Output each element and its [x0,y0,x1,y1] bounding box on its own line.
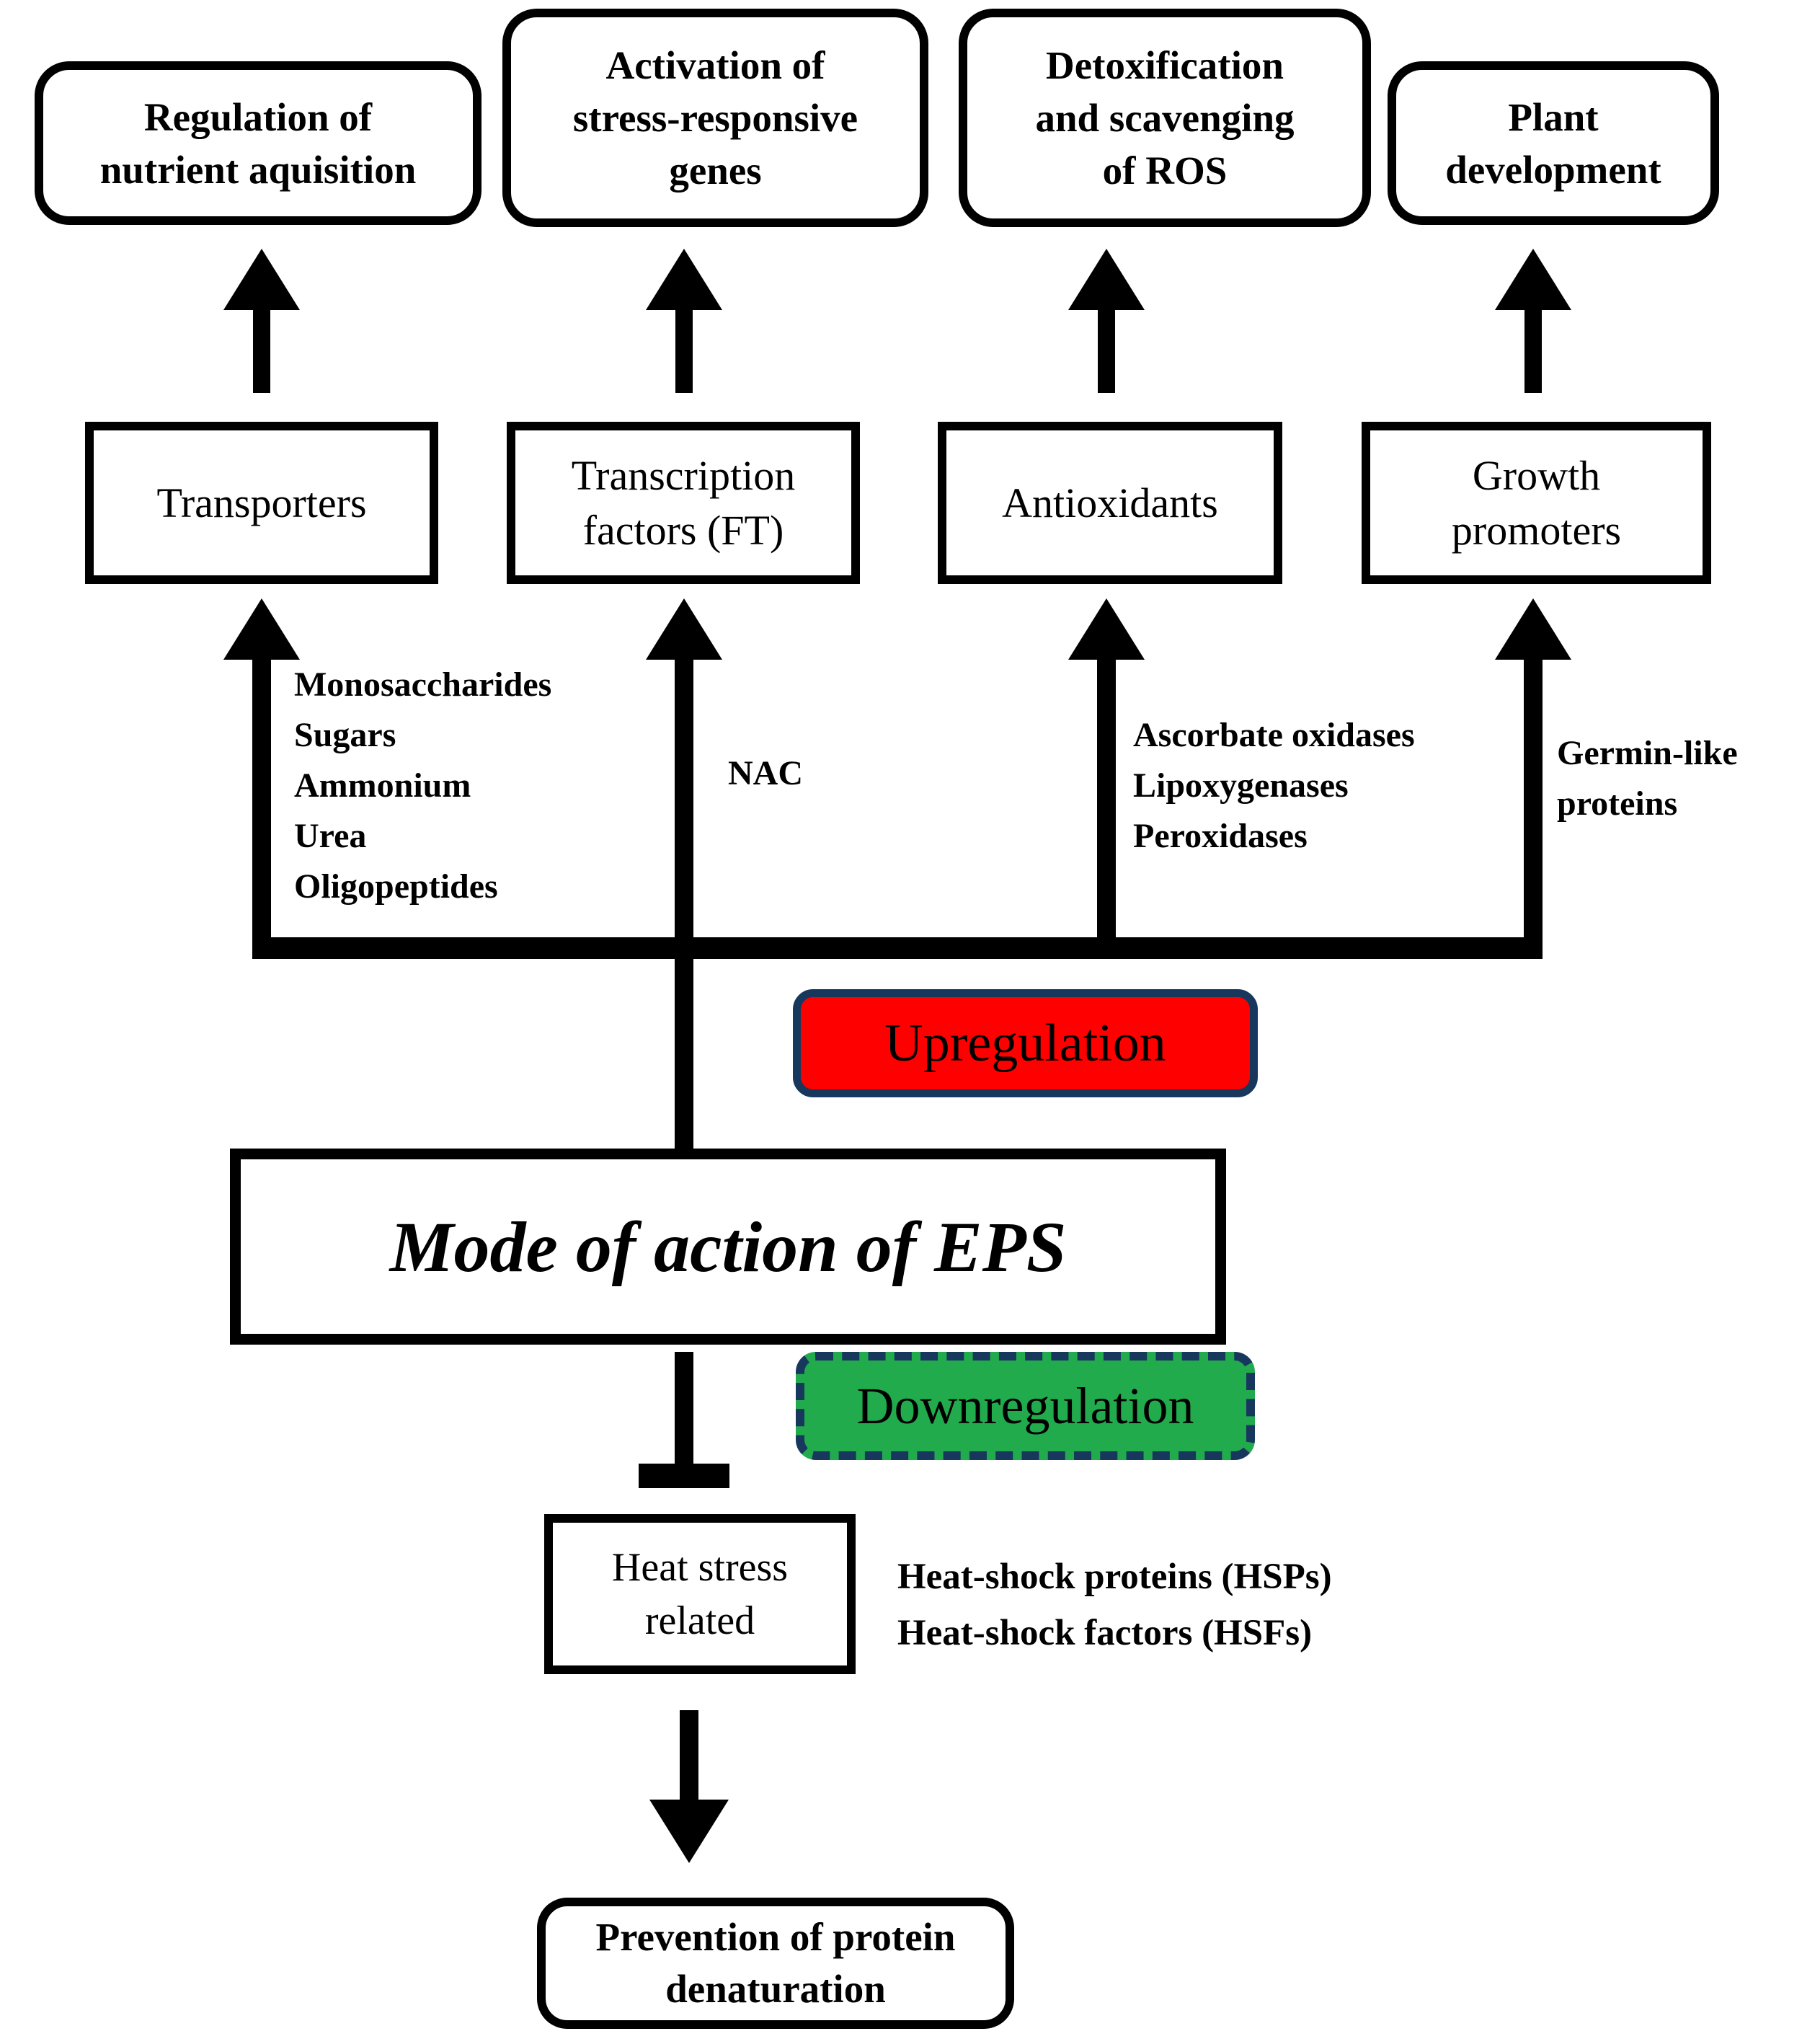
up-arrow-icon [646,249,722,310]
downregulation-label: Downregulation [856,1376,1194,1435]
up-arrow-shaft [1524,658,1543,942]
annotation-heat-shock-proteins-factors: Heat-shock proteins (HSPs) Heat-shock fa… [897,1557,1332,1653]
down-arrow-icon [649,1800,729,1863]
up-arrow-icon [1068,249,1145,310]
annotation-antioxidant-enzymes: Ascorbate oxidases Lipoxygenases Peroxid… [1133,716,1415,855]
mediator-box-transcription-factors: Transcription factors (FT) [507,422,860,584]
outcome-box-label: Regulation of nutrient aquisition [99,94,417,192]
up-arrow-shaft [675,658,693,942]
outcome-box-label: Detoxification and scavenging of ROS [1035,43,1295,193]
central-box-mode-of-action-of-eps: Mode of action of EPS [230,1149,1226,1345]
outcome-box-label: Plant development [1445,94,1661,192]
mediator-box-label: Antioxidants [1002,479,1218,526]
annotation-germin-like-proteins: Germin-like proteins [1557,734,1738,823]
up-arrow-shaft [675,309,693,393]
outcome-box-label: Activation of stress-responsive genes [572,43,858,193]
outcome-box-prevention-of-protein-denaturation: Prevention of protein denaturation [537,1898,1014,2029]
annotation-transporter-substrates: Monosaccharides Sugars Ammonium Urea Oli… [294,665,552,906]
outcome-box-detoxification-and-scavenging-of-ros: Detoxification and scavenging of ROS [959,9,1371,227]
heat-stress-box-label: Heat stress related [611,1545,789,1643]
mediator-box-antioxidants: Antioxidants [938,422,1282,584]
up-arrow-shaft [1098,309,1115,393]
horizontal-connector-line [252,937,1543,959]
mediator-box-transporters: Transporters [85,422,438,584]
up-arrow-icon [223,249,300,310]
mediator-box-growth-promoters: Growth promoters [1362,422,1711,584]
upregulation-label: Upregulation [884,1013,1166,1073]
central-trunk-line [675,937,693,1151]
prevention-box-label: Prevention of protein denaturation [595,1915,956,2011]
down-arrow-shaft [680,1710,698,1801]
inhibition-tbar-icon [639,1464,729,1488]
inhibition-line [675,1352,693,1464]
mediator-box-label: Growth promoters [1451,451,1622,554]
upregulation-badge: Upregulation [793,989,1258,1097]
up-arrow-shaft [1097,658,1116,942]
outcome-box-activation-of-stress-responsive-genes: Activation of stress-responsive genes [502,9,928,227]
heat-stress-related-box: Heat stress related [544,1514,856,1674]
central-box-label: Mode of action of EPS [389,1206,1067,1287]
outcome-box-regulation-of-nutrient-aquisition: Regulation of nutrient aquisition [35,61,481,225]
outcome-box-plant-development: Plant development [1388,61,1719,225]
mediator-box-label: Transporters [156,479,367,526]
up-arrow-icon [223,598,300,660]
up-arrow-icon [1495,249,1571,310]
up-arrow-icon [1495,598,1571,660]
up-arrow-shaft [253,309,270,393]
downregulation-badge: Downregulation [796,1352,1255,1460]
up-arrow-icon [646,598,722,660]
up-arrow-icon [1068,598,1145,660]
annotation-nac: NAC [728,754,803,792]
up-arrow-shaft [252,658,271,942]
up-arrow-shaft [1524,309,1542,393]
mediator-box-label: Transcription factors (FT) [571,451,796,554]
